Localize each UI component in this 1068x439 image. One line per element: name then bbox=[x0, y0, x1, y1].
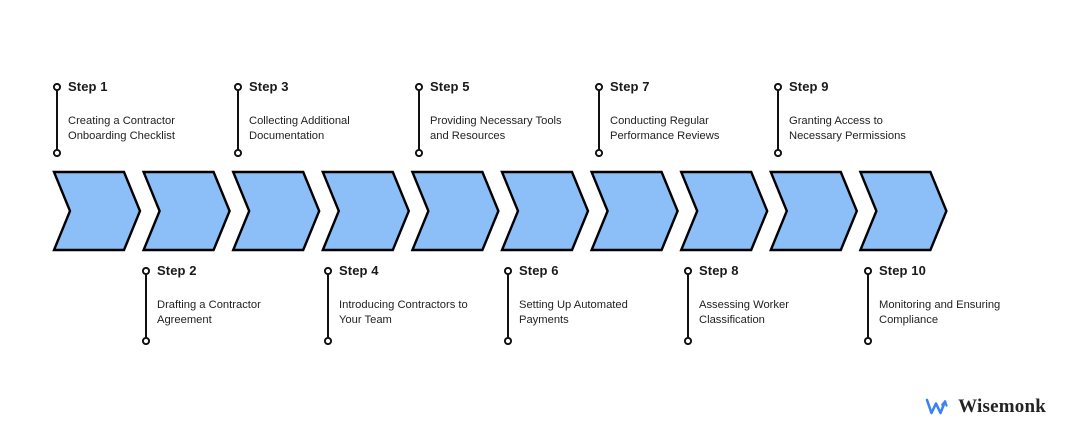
connector-line-step-3 bbox=[233, 83, 243, 157]
step-description-line1-1: Creating a Contractor bbox=[68, 115, 175, 127]
step-description-4: Introducing Contractors to Your Team bbox=[339, 298, 519, 327]
connector-line-step-9 bbox=[773, 83, 783, 157]
step-title-7: Step 7 bbox=[610, 79, 650, 94]
chevron-step-3[interactable] bbox=[231, 170, 321, 252]
step-description-line1-5: Providing Necessary Tools bbox=[430, 115, 562, 127]
step-title-4: Step 4 bbox=[339, 263, 379, 278]
step-description-line1-8: Assessing Worker bbox=[699, 299, 789, 311]
step-description-line2-2: Agreement bbox=[157, 313, 212, 326]
step-description-line1-4: Introducing Contractors to bbox=[339, 299, 468, 311]
chevron-step-4[interactable] bbox=[321, 170, 411, 252]
chevron-step-5[interactable] bbox=[410, 170, 500, 252]
chevron-step-2[interactable] bbox=[141, 170, 231, 252]
chevron-step-10[interactable] bbox=[858, 170, 948, 252]
chevron-step-7[interactable] bbox=[589, 170, 679, 252]
step-description-line1-3: Collecting Additional bbox=[249, 115, 350, 127]
callout-step-9[interactable]: Step 9 Granting Access to Necessary Permis… bbox=[772, 79, 992, 157]
step-description-line2-1: Onboarding Checklist bbox=[68, 129, 175, 142]
chevron-step-9[interactable] bbox=[769, 170, 859, 252]
connector-line-step-7 bbox=[594, 83, 604, 157]
connector-line-step-1 bbox=[52, 83, 62, 157]
step-description-line2-5: and Resources bbox=[430, 129, 506, 142]
wisemonk-logo: Wisemonk bbox=[925, 395, 1046, 419]
chevron-step-1[interactable] bbox=[52, 170, 142, 252]
step-title-5: Step 5 bbox=[430, 79, 470, 94]
step-description-line2-4: Your Team bbox=[339, 313, 392, 326]
step-description-line1-9: Granting Access to bbox=[789, 115, 883, 127]
step-description-line2-8: Classification bbox=[699, 313, 765, 326]
step-title-10: Step 10 bbox=[879, 263, 926, 278]
step-title-6: Step 6 bbox=[519, 263, 559, 278]
connector-line-step-6 bbox=[503, 267, 513, 345]
step-description-line1-2: Drafting a Contractor bbox=[157, 299, 261, 311]
connector-line-step-2 bbox=[141, 267, 151, 345]
wisemonk-arrow-icon bbox=[925, 398, 948, 415]
logo-wordmark: Wisemonk bbox=[958, 396, 1046, 417]
step-title-2: Step 2 bbox=[157, 263, 197, 278]
step-description-line1-7: Conducting Regular bbox=[610, 115, 709, 127]
connector-line-step-8 bbox=[683, 267, 693, 345]
step-description-line1-10: Monitoring and Ensuring bbox=[879, 299, 1001, 311]
step-description-line2-6: Payments bbox=[519, 313, 569, 326]
step-description-line1-6: Setting Up Automated bbox=[519, 299, 628, 311]
connector-line-step-10 bbox=[863, 267, 873, 345]
step-description-line2-9: Necessary Permissions bbox=[789, 129, 906, 142]
step-title-8: Step 8 bbox=[699, 263, 739, 278]
step-title-3: Step 3 bbox=[249, 79, 289, 94]
step-title-9: Step 9 bbox=[789, 79, 829, 94]
step-description-line2-7: Performance Reviews bbox=[610, 129, 720, 142]
step-description-line2-10: Compliance bbox=[879, 313, 939, 326]
step-description-line2-3: Documentation bbox=[249, 129, 325, 142]
connector-line-step-5 bbox=[414, 83, 424, 157]
chevron-step-8[interactable] bbox=[679, 170, 769, 252]
step-description-9: Granting Access to Necessary Permissions bbox=[789, 114, 969, 143]
connector-line-step-4 bbox=[323, 267, 333, 345]
step-description-5: Providing Necessary Tools and Resources bbox=[430, 114, 610, 143]
chevron-step-6[interactable] bbox=[500, 170, 590, 252]
callout-step-5[interactable]: Step 5 Providing Necessary Tools and Resou… bbox=[413, 79, 633, 157]
callout-step-4[interactable]: Step 4 Introducing Contractors to Your Tea… bbox=[322, 263, 542, 345]
step-title-1: Step 1 bbox=[68, 79, 108, 94]
